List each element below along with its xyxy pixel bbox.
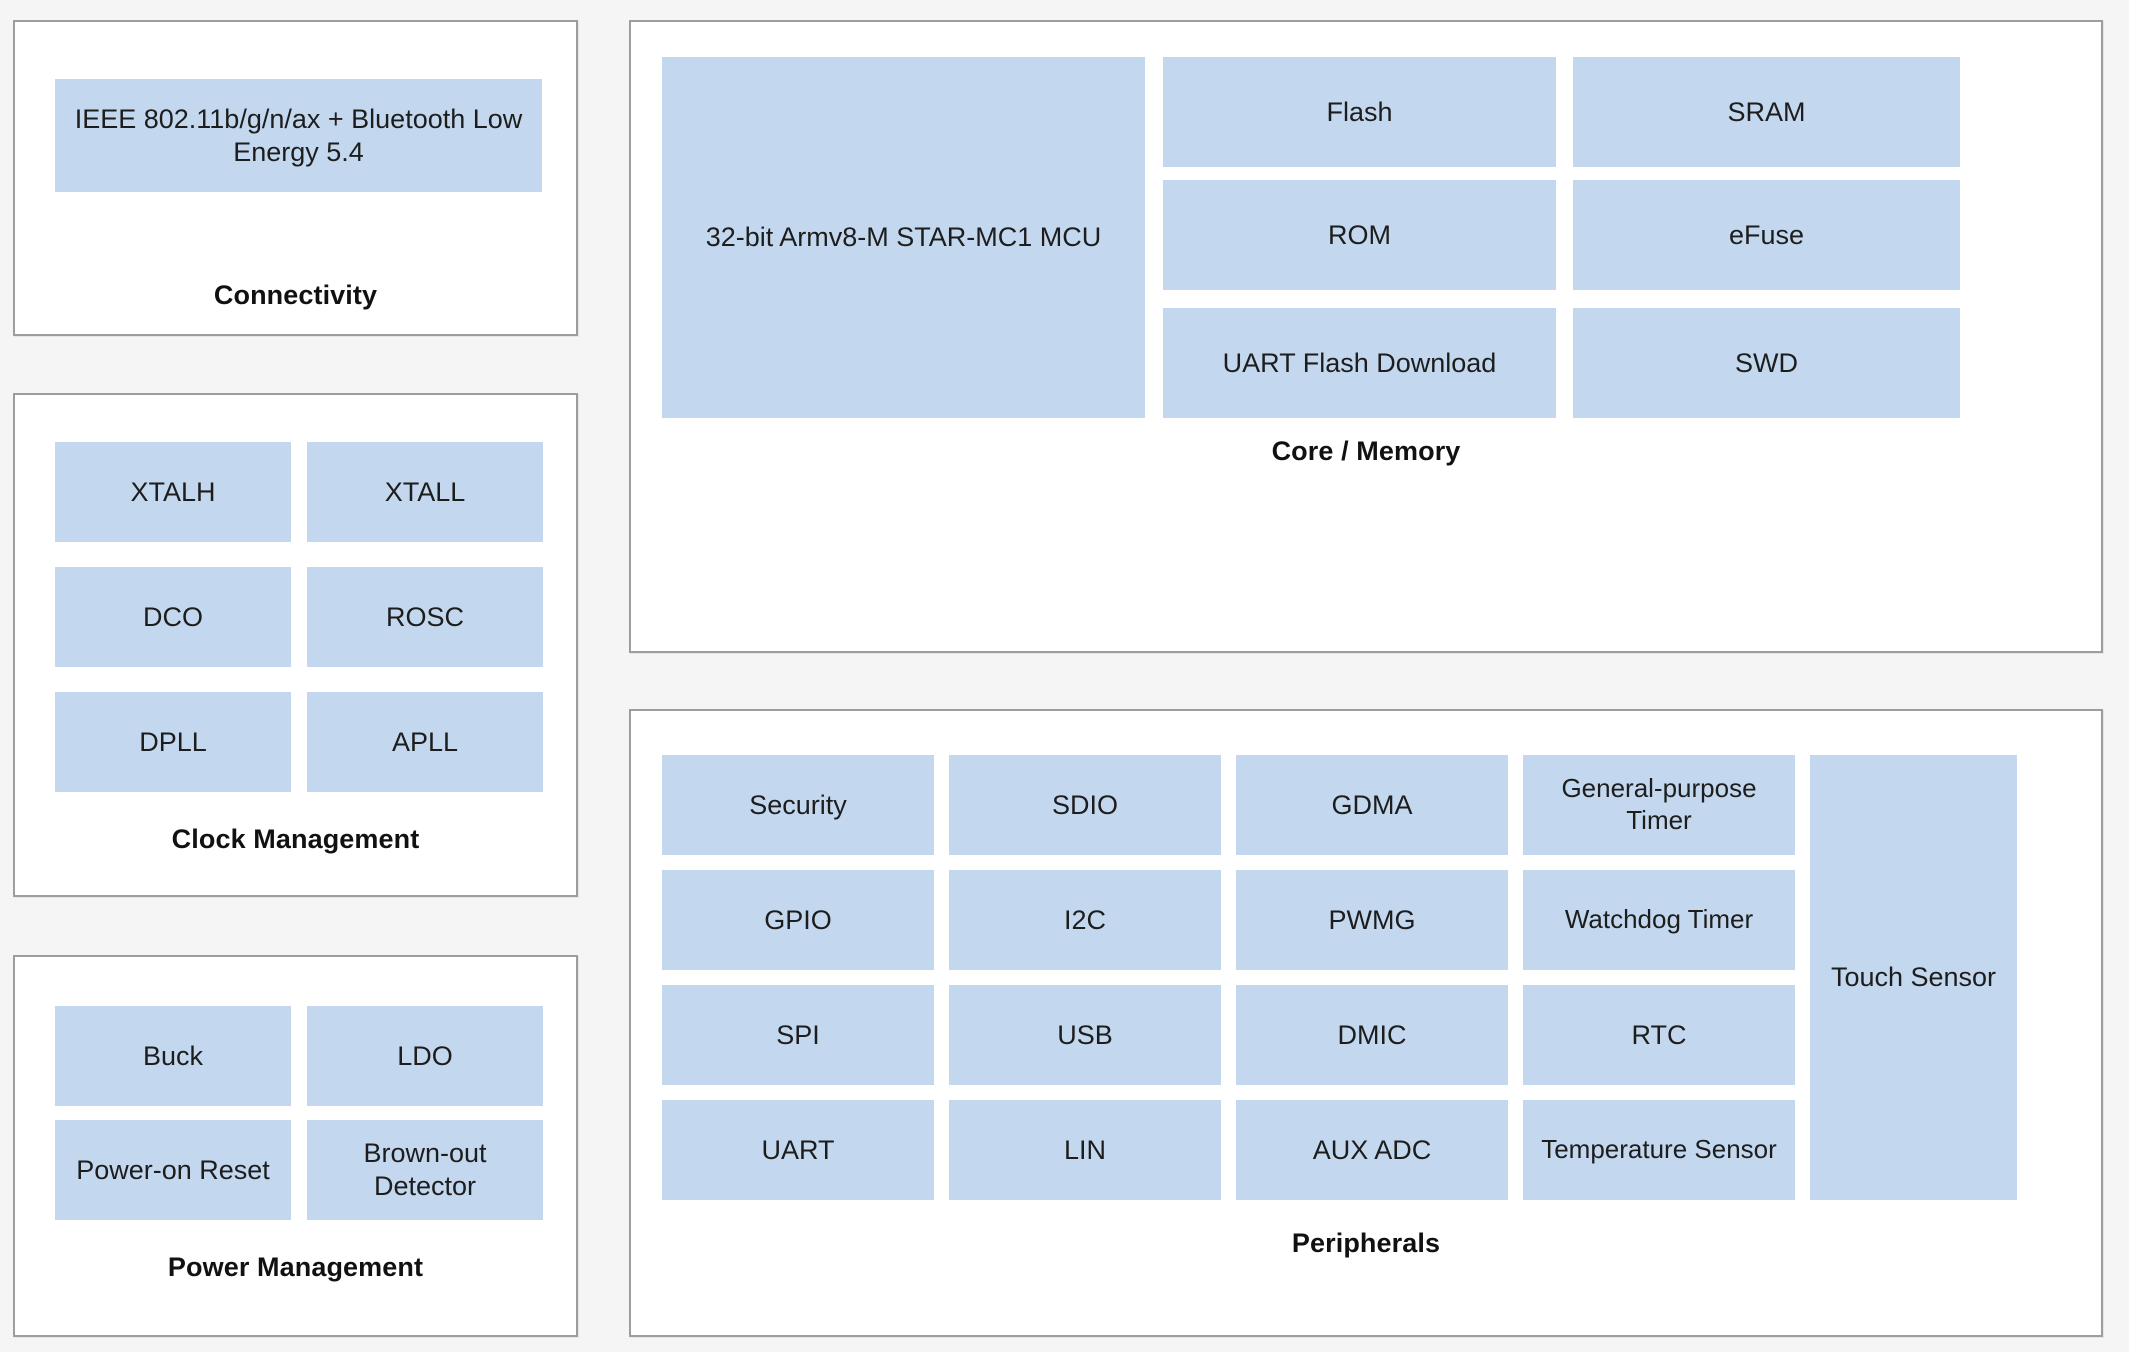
block-temperature-sensor: Temperature Sensor (1523, 1100, 1795, 1200)
panel-core-memory: 32-bit Armv8-M STAR-MC1 MCU Flash SRAM R… (629, 20, 2103, 653)
block-wireless-connectivity: IEEE 802.11b/g/n/ax + Bluetooth Low Ener… (55, 79, 542, 192)
block-swd: SWD (1573, 308, 1960, 418)
panel-power-management: Buck LDO Power-on Reset Brown-out Detect… (13, 955, 578, 1337)
block-power-on-reset: Power-on Reset (55, 1120, 291, 1220)
block-sram: SRAM (1573, 57, 1960, 167)
block-spi: SPI (662, 985, 934, 1085)
block-i2c: I2C (949, 870, 1221, 970)
block-flash: Flash (1163, 57, 1556, 167)
block-gpio: GPIO (662, 870, 934, 970)
panel-clock-management: XTALH XTALL DCO ROSC DPLL APLL Clock Man… (13, 393, 578, 897)
panel-label-power-management: Power Management (167, 1252, 424, 1282)
block-brown-out-detector: Brown-out Detector (307, 1120, 543, 1220)
block-dco: DCO (55, 567, 291, 667)
panel-label-clock-management: Clock Management (171, 824, 420, 854)
block-touch-sensor: Touch Sensor (1810, 755, 2017, 1200)
block-xtalh: XTALH (55, 442, 291, 542)
block-lin: LIN (949, 1100, 1221, 1200)
panel-label-core-memory: Core / Memory (1271, 436, 1461, 466)
block-pwmg: PWMG (1236, 870, 1508, 970)
block-dmic: DMIC (1236, 985, 1508, 1085)
block-rom: ROM (1163, 180, 1556, 290)
block-mcu-core: 32-bit Armv8-M STAR-MC1 MCU (662, 57, 1145, 418)
block-sdio: SDIO (949, 755, 1221, 855)
block-dpll: DPLL (55, 692, 291, 792)
block-xtall: XTALL (307, 442, 543, 542)
block-buck: Buck (55, 1006, 291, 1106)
block-rtc: RTC (1523, 985, 1795, 1085)
block-apll: APLL (307, 692, 543, 792)
panel-label-peripherals: Peripherals (1291, 1228, 1441, 1258)
panel-label-connectivity: Connectivity (213, 280, 378, 310)
panel-connectivity: IEEE 802.11b/g/n/ax + Bluetooth Low Ener… (13, 20, 578, 336)
block-efuse: eFuse (1573, 180, 1960, 290)
block-watchdog-timer: Watchdog Timer (1523, 870, 1795, 970)
block-ldo: LDO (307, 1006, 543, 1106)
block-uart-flash-download: UART Flash Download (1163, 308, 1556, 418)
panel-peripherals: Security SDIO GDMA General-purpose Timer… (629, 709, 2103, 1337)
block-uart: UART (662, 1100, 934, 1200)
block-rosc: ROSC (307, 567, 543, 667)
block-usb: USB (949, 985, 1221, 1085)
block-aux-adc: AUX ADC (1236, 1100, 1508, 1200)
block-gdma: GDMA (1236, 755, 1508, 855)
block-general-purpose-timer: General-purpose Timer (1523, 755, 1795, 855)
block-security: Security (662, 755, 934, 855)
